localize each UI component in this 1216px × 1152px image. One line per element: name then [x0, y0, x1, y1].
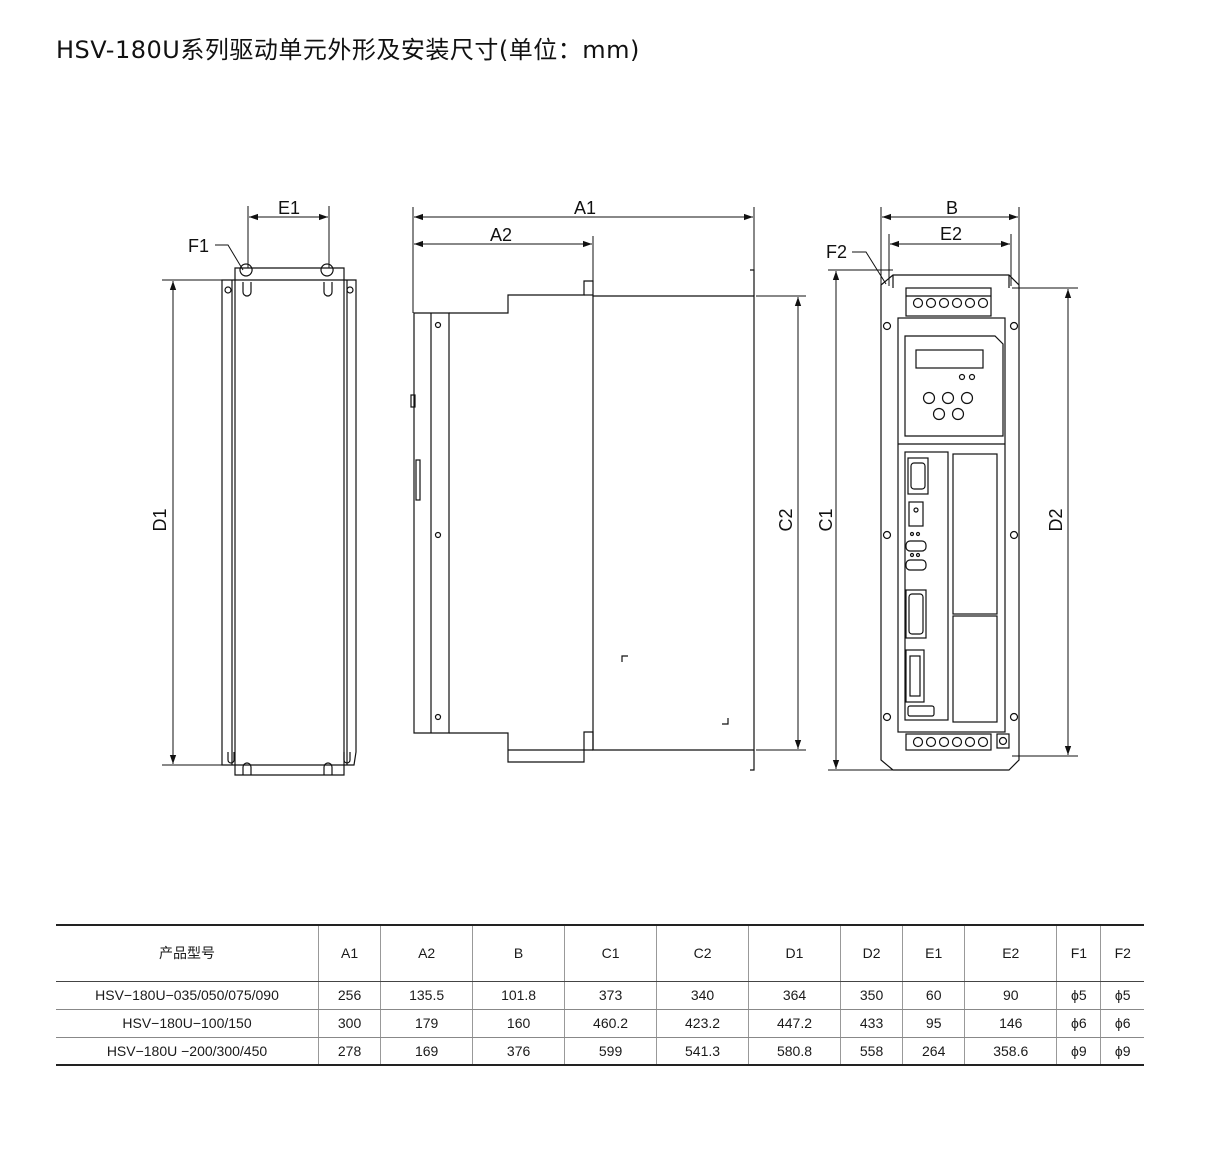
back-body-outline: [234, 267, 345, 776]
bottom-terminals: [912, 736, 989, 748]
label-e1: E1: [278, 198, 300, 218]
table-cell: ϕ5: [1056, 981, 1101, 1010]
side-main-body: [449, 280, 755, 763]
table-cell: 60: [902, 981, 965, 1010]
table-cell: ϕ9: [1056, 1037, 1101, 1066]
lcd-display: [915, 349, 984, 369]
table-cell: 101.8: [472, 981, 565, 1010]
table-header-row: 产品型号 A1 A2 B C1 C2 D1 D2 E1 E2 F1 F2: [56, 924, 1144, 982]
table-cell: 300: [317, 1009, 381, 1038]
dimension-table: 产品型号 A1 A2 B C1 C2 D1 D2 E1 E2 F1 F2 HSV…: [56, 924, 1144, 1066]
back-plate-outline: [221, 279, 357, 766]
header-c1: C1: [564, 924, 657, 982]
keypad-buttons: [922, 391, 974, 421]
mount-slot-bottom-left: [242, 762, 252, 775]
table-cell: HSV−180U−100/150: [56, 1009, 319, 1038]
table-cell: ϕ5: [1100, 981, 1144, 1010]
table-cell: HSV−180U−035/050/075/090: [56, 981, 319, 1010]
table-cell: 599: [564, 1037, 657, 1066]
table-cell: 169: [380, 1037, 473, 1066]
table-row: HSV−180U−100/150 300 179 160 460.2 423.2…: [56, 1009, 1144, 1038]
top-terminal-block: [905, 287, 992, 317]
dim-e1: [247, 206, 330, 268]
header-e2: E2: [964, 924, 1057, 982]
mount-hole-top-right: [320, 263, 334, 277]
header-c2: C2: [656, 924, 749, 982]
dim-b: [880, 207, 1020, 285]
table-cell: 90: [964, 981, 1057, 1010]
header-f2: F2: [1100, 924, 1144, 982]
dim-e2: [888, 234, 1012, 286]
label-e2: E2: [940, 224, 962, 244]
table-cell: 433: [839, 1009, 903, 1038]
label-c2: C2: [776, 508, 796, 531]
table-cell: 135.5: [380, 981, 473, 1010]
label-d1: D1: [150, 508, 170, 531]
label-f1: F1: [188, 236, 209, 256]
table-cell: 278: [317, 1037, 381, 1066]
dim-c2: [756, 295, 806, 751]
table-row: HSV−180U−035/050/075/090 256 135.5 101.8…: [56, 981, 1144, 1010]
table-cell: 256: [317, 981, 381, 1010]
front-flange-outline: [880, 274, 1020, 771]
table-row: HSV−180U −200/300/450 278 169 376 599 54…: [56, 1037, 1144, 1066]
front-body: [897, 317, 1006, 733]
table-cell: 350: [839, 981, 903, 1010]
table-cell: 340: [656, 981, 749, 1010]
header-d2: D2: [839, 924, 903, 982]
table-cell: ϕ6: [1056, 1009, 1101, 1038]
table-cell: 580.8: [748, 1037, 841, 1066]
bottom-terminal-block: [905, 733, 992, 751]
table-cell: 447.2: [748, 1009, 841, 1038]
table-cell: 364: [748, 981, 841, 1010]
table-cell: 460.2: [564, 1009, 657, 1038]
connector-db9: [907, 457, 929, 495]
operator-panel: [904, 335, 1004, 437]
label-b: B: [946, 198, 958, 218]
table-cell: 160: [472, 1009, 565, 1038]
mount-hole-top-left: [239, 263, 253, 277]
label-a2: A2: [490, 225, 512, 245]
table-cell: 373: [564, 981, 657, 1010]
side-view: [410, 269, 755, 771]
table-cell: ϕ9: [1100, 1037, 1144, 1066]
dim-a2: [414, 236, 594, 281]
table-cell: 179: [380, 1009, 473, 1038]
table-cell: 423.2: [656, 1009, 749, 1038]
dim-d1: [162, 279, 240, 766]
dimension-drawing: E1 F1 D1 A1 A2: [150, 198, 1078, 776]
dim-d2: [1012, 287, 1078, 757]
table-cell: 358.6: [964, 1037, 1057, 1066]
back-view: [221, 263, 357, 776]
table-cell: 376: [472, 1037, 565, 1066]
label-d2: D2: [1046, 508, 1066, 531]
header-d1: D1: [748, 924, 841, 982]
header-f1: F1: [1056, 924, 1101, 982]
header-e1: E1: [902, 924, 965, 982]
table-cell: 264: [902, 1037, 965, 1066]
label-f2: F2: [826, 242, 847, 262]
label-c1: C1: [816, 508, 836, 531]
table-cell: 95: [902, 1009, 965, 1038]
page-title: HSV-180U系列驱动单元外形及安装尺寸(单位：mm): [56, 36, 640, 64]
table-cell: ϕ6: [1100, 1009, 1144, 1038]
table-cell: 146: [964, 1009, 1057, 1038]
top-terminals: [912, 297, 989, 309]
front-view: [880, 274, 1020, 771]
table-cell: 558: [839, 1037, 903, 1066]
dim-a1: [412, 207, 755, 313]
connector-db25: [905, 589, 927, 639]
header-b: B: [472, 924, 565, 982]
table-cell: 541.3: [656, 1037, 749, 1066]
table-cell: HSV−180U −200/300/450: [56, 1037, 319, 1066]
dim-c1: [828, 269, 893, 771]
label-a1: A1: [574, 198, 596, 218]
header-a1: A1: [317, 924, 381, 982]
header-model: 产品型号: [56, 924, 319, 982]
mount-slot-bottom-right: [323, 762, 333, 775]
header-a2: A2: [380, 924, 473, 982]
